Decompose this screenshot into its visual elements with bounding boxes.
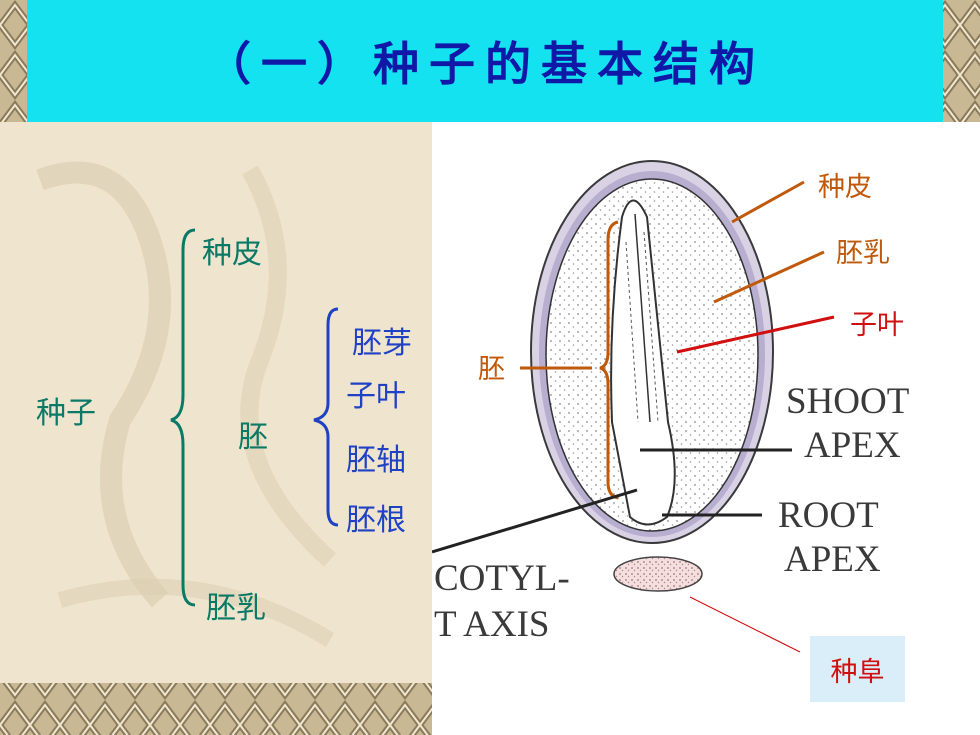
- tree-cotyledon: 子叶: [346, 379, 406, 414]
- tree-plumule: 胚芽: [352, 326, 412, 361]
- title-bar: （一）种子的基本结构: [27, 0, 943, 122]
- label-root-apex-line1: ROOT: [778, 495, 879, 536]
- tree-root-seed: 种子: [36, 396, 96, 431]
- page-title: （一）种子的基本结构: [205, 37, 765, 91]
- seed-diagram: [432, 160, 835, 653]
- tree-embryo: 胚: [238, 420, 268, 455]
- embryo-shape: [610, 199, 676, 526]
- label-shoot-apex-line2: APEX: [804, 425, 901, 466]
- tree-radicle: 胚根: [346, 503, 406, 538]
- brace-embryo: [313, 307, 339, 527]
- label-shoot-apex-line1: SHOOT: [786, 381, 910, 422]
- caruncle-shape: [613, 556, 703, 592]
- label-cotyl: COTYL-: [434, 558, 570, 599]
- label-endosperm: 胚乳: [836, 238, 890, 269]
- label-cotyledon: 子叶: [850, 310, 904, 341]
- label-seed-coat: 种皮: [818, 172, 872, 203]
- label-axis: T AXIS: [434, 604, 550, 645]
- label-caruncle: 种阜: [830, 656, 885, 688]
- label-root-apex-line2: APEX: [784, 539, 881, 580]
- tree-endosperm: 胚乳: [206, 591, 266, 626]
- tree-hypocotyl: 胚轴: [346, 443, 406, 478]
- label-caruncle-box: 种阜: [810, 636, 905, 702]
- label-embryo: 胚: [478, 354, 505, 385]
- brace-seed: [170, 228, 196, 607]
- tree-seed-coat: 种皮: [202, 236, 262, 271]
